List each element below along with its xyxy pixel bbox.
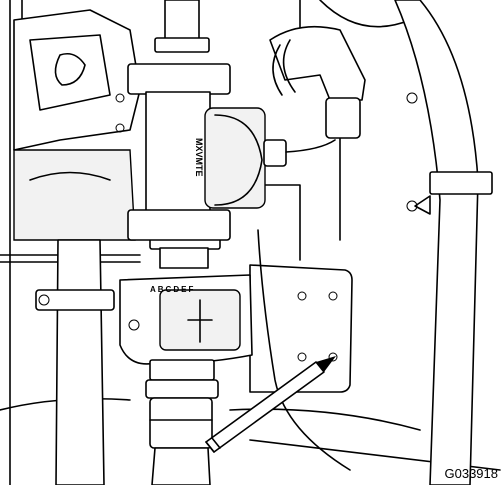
sight-glass-valve <box>119 274 253 485</box>
left-hose <box>35 239 115 485</box>
figure-id-label: G033918 <box>444 466 499 481</box>
flow-meter <box>127 63 336 241</box>
engine-housing <box>13 9 141 241</box>
right-hose <box>394 0 493 485</box>
sight-glass-letters: ABCDEF <box>150 285 195 294</box>
sensor-tube <box>257 229 351 471</box>
flow-meter-marking: MXVMTE <box>194 138 204 177</box>
elbow-fitting <box>269 25 366 139</box>
pencil-pointer <box>205 356 336 453</box>
